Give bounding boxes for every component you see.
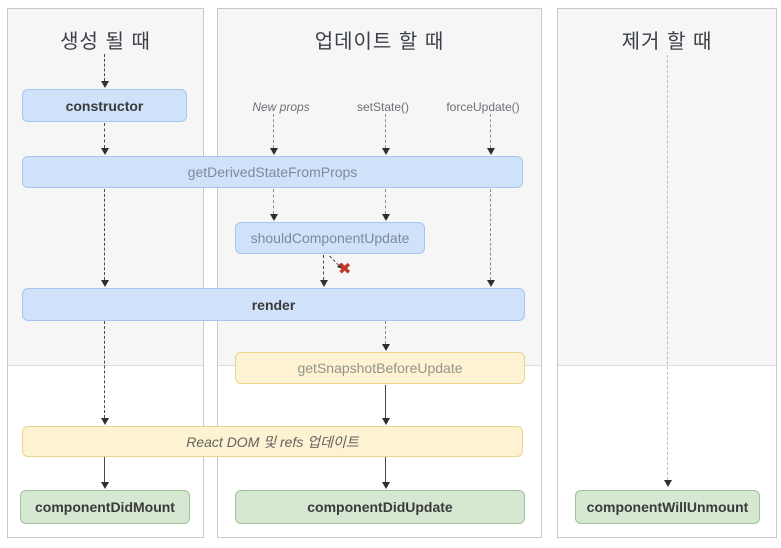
panel-mount-title: 생성 될 때 [60,31,151,53]
label-force-update: forceUpdate() [446,100,520,114]
arrow-render-to-reactdom-col1 [100,321,109,425]
arrow-getderived-to-shouldupdate-right [381,189,390,221]
label-new-props: New props [252,100,310,114]
arrow-title-to-constructor [100,54,109,88]
arrow-setstate-to-getderived [381,114,390,155]
deny-x-icon: ✖ [338,261,352,278]
node-get-snapshot-before-update: getSnapshotBeforeUpdate [235,352,525,384]
arrow-getsnapshot-to-reactdom [381,385,390,425]
node-constructor: constructor [22,89,187,122]
node-should-component-update: shouldComponentUpdate [235,222,425,254]
arrow-forceupdate-to-render [486,189,495,287]
arrow-getderived-to-shouldupdate-left [269,189,278,221]
node-render: render [22,288,525,321]
arrow-reactdom-to-didmount [100,457,109,489]
arrow-constructor-to-getderived [100,123,109,155]
panel-update-title: 업데이트 할 때 [314,31,445,53]
node-component-did-mount: componentDidMount [20,490,190,524]
arrow-newprops-to-getderived [269,114,278,155]
node-react-dom-update: React DOM 및 refs 업데이트 [22,426,523,457]
node-component-did-update: componentDidUpdate [235,490,525,524]
arrow-getderived-to-render-col1 [100,189,109,287]
label-set-state: setState() [356,100,410,114]
arrow-reactdom-to-didupdate [381,457,390,489]
node-get-derived-state-from-props: getDerivedStateFromProps [22,156,523,188]
arrow-forceupdate-to-getderived [486,114,495,155]
arrow-render-to-getsnapshot [381,321,390,351]
node-component-will-unmount: componentWillUnmount [575,490,760,524]
arrow-title-to-willunmount [663,55,672,487]
panel-update: 업데이트 할 때 [217,8,542,538]
arrow-shouldupdate-to-render [319,255,328,287]
panel-unmount-title: 제거 할 때 [621,31,713,53]
